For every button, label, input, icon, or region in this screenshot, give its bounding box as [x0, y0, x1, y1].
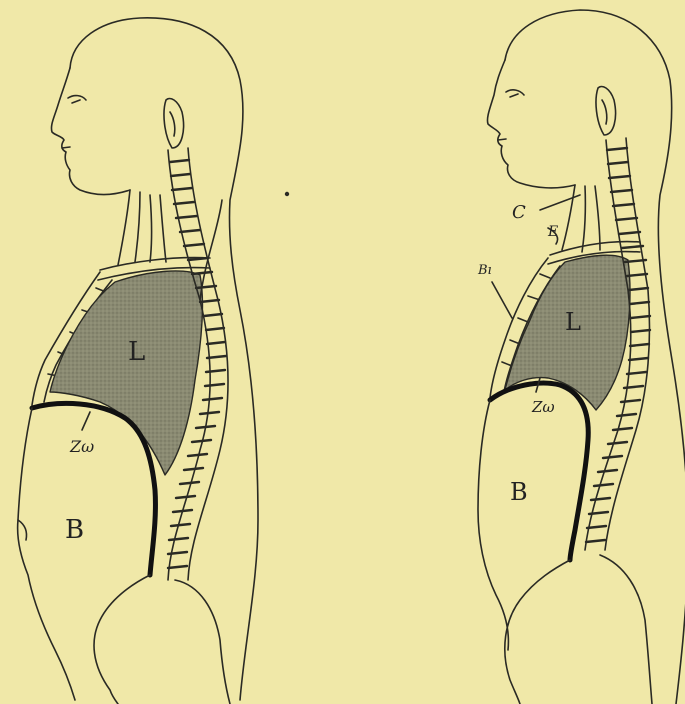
left-face-profile — [51, 68, 130, 195]
right-diaphragm-label: Zω — [531, 398, 555, 416]
right-face-profile — [487, 60, 575, 188]
left-abdomen-front — [18, 408, 75, 700]
left-lung-label: L — [128, 337, 145, 367]
throat-label: C — [512, 202, 526, 223]
stray-dot — [285, 192, 289, 196]
right-pelvis — [505, 560, 570, 704]
neck-mark-label: E — [547, 224, 558, 240]
left-neck-front — [118, 190, 130, 265]
left-diaphragm — [32, 403, 155, 575]
left-eye — [68, 96, 86, 100]
right-lung-label: L — [565, 308, 581, 336]
left-diaphragm-label: Zω — [69, 437, 94, 456]
left-pelvis — [94, 575, 150, 704]
right-figure — [478, 10, 685, 704]
right-belly-label: B — [510, 478, 528, 506]
right-eye — [506, 90, 524, 95]
right-abdomen-front — [478, 400, 508, 650]
chest-wall-label: Bı — [477, 263, 492, 278]
right-neck-front — [562, 185, 575, 250]
left-belly-label: B — [65, 515, 84, 545]
